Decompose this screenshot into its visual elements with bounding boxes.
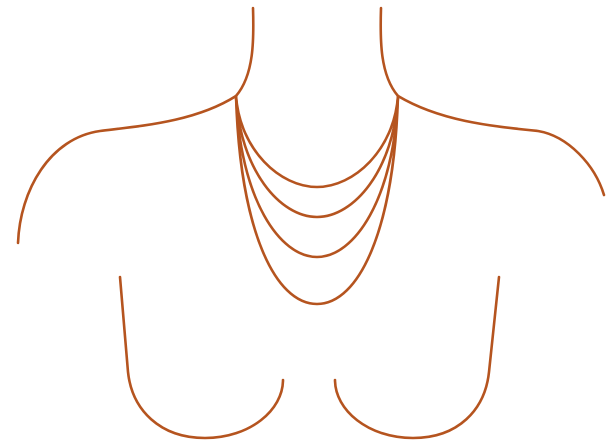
left-chest-contour (120, 277, 283, 438)
necklace-strands (236, 96, 398, 304)
neck-left-contour (236, 8, 253, 96)
neck-right-contour (381, 8, 398, 96)
necklace-strand-4 (236, 96, 398, 304)
right-chest-contour (335, 277, 499, 438)
right-shoulder-contour (398, 96, 604, 195)
left-shoulder-contour (18, 96, 236, 243)
necklace-strand-1 (236, 96, 398, 187)
body-outline (18, 8, 604, 438)
